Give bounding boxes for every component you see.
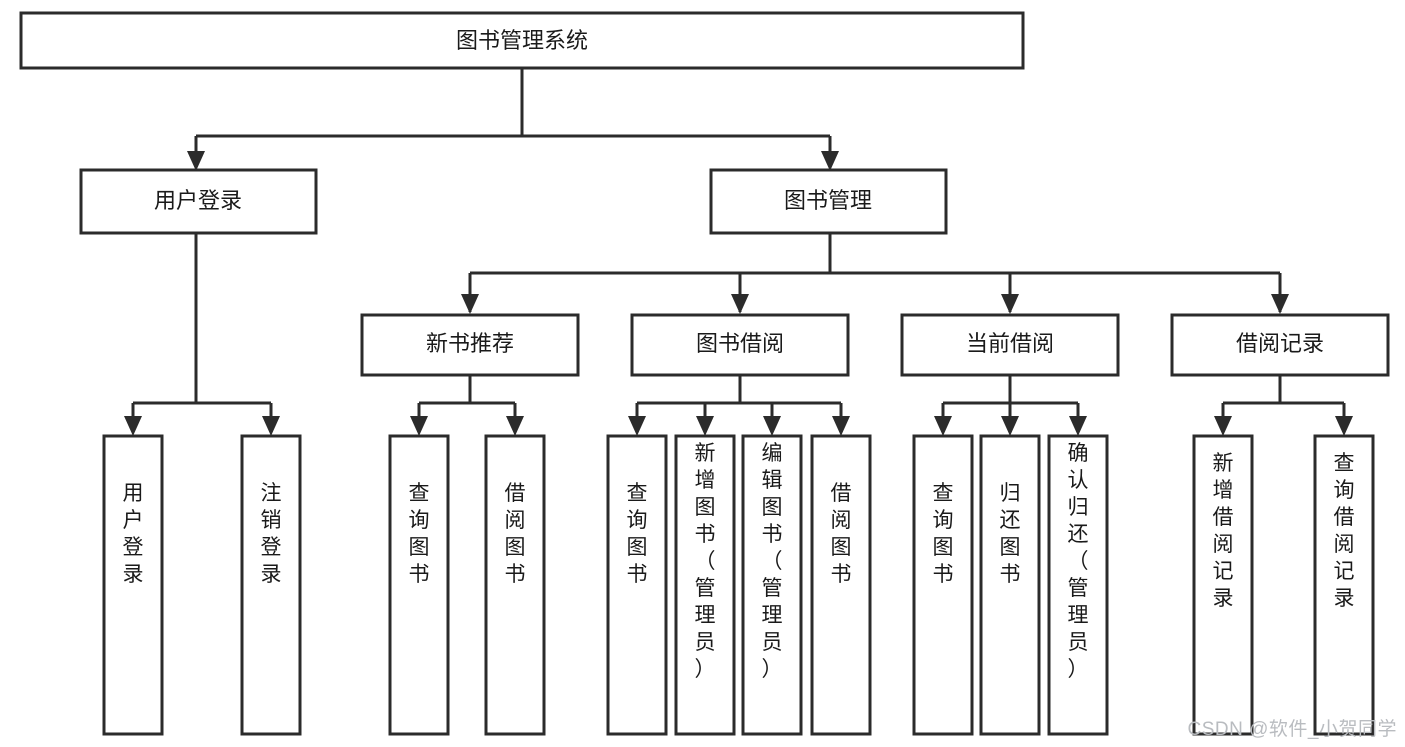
node-book-borrow-label: 图书借阅: [696, 331, 784, 356]
leaf-borrow-record-1[interactable]: 查询借阅记录: [1313, 434, 1375, 736]
arrow-head-icon: [187, 151, 205, 171]
node-borrow-record-label: 借阅记录: [1236, 331, 1324, 356]
arrow-head-icon: [410, 416, 428, 436]
node-user-login[interactable]: 用户登录: [79, 168, 318, 235]
leaf-book-borrow-0[interactable]: 查询图书: [606, 434, 668, 736]
node-root-system[interactable]: 图书管理系统: [19, 11, 1025, 70]
arrow-head-icon: [696, 416, 714, 436]
leaf-current-borrow-2[interactable]: 确认归还（管理员）: [1047, 434, 1109, 736]
leaf-label: 借阅图书: [505, 482, 526, 586]
leaf-label: 新增借阅记录: [1213, 452, 1234, 610]
arrow-head-icon: [1001, 416, 1019, 436]
node-current-borrow[interactable]: 当前借阅: [900, 313, 1120, 377]
leaf-label: 归还图书: [1000, 482, 1021, 586]
arrow-head-icon: [124, 416, 142, 436]
leaf-new-book-1[interactable]: 借阅图书: [484, 434, 546, 736]
arrow-head-icon: [506, 416, 524, 436]
leaf-borrow-record-0[interactable]: 新增借阅记录: [1192, 434, 1254, 736]
connector-root-to-level2: [187, 68, 839, 171]
arrow-head-icon: [1335, 416, 1353, 436]
leaf-label: 用户登录: [123, 482, 144, 586]
node-root-label: 图书管理系统: [456, 28, 588, 53]
connector-currentborrow-to-leaves: [934, 375, 1087, 436]
arrow-head-icon: [1069, 416, 1087, 436]
connector-newbook-to-leaves: [410, 375, 524, 436]
leaf-new-book-0[interactable]: 查询图书: [388, 434, 450, 736]
node-borrow-record[interactable]: 借阅记录: [1170, 313, 1390, 377]
leaf-label: 借阅图书: [831, 482, 852, 586]
leaf-book-borrow-1[interactable]: 新增图书（管理员）: [674, 434, 736, 736]
node-user-login-label: 用户登录: [154, 188, 242, 213]
connector-userlogin-to-leaves: [124, 233, 280, 436]
arrow-head-icon: [832, 416, 850, 436]
connector-borrowrecord-to-leaves: [1214, 375, 1353, 436]
arrow-head-icon: [934, 416, 952, 436]
arrow-head-icon: [821, 151, 839, 171]
node-book-management-label: 图书管理: [784, 188, 872, 213]
leaf-label: 注销登录: [261, 482, 282, 586]
leaf-current-borrow-1[interactable]: 归还图书: [979, 434, 1041, 736]
leaf-label: 查询图书: [933, 482, 954, 586]
leaf-current-borrow-0[interactable]: 查询图书: [912, 434, 974, 736]
leaf-book-borrow-2[interactable]: 编辑图书（管理员）: [741, 434, 803, 736]
leaf-label: 新增图书（管理员）: [695, 442, 716, 681]
leaf-book-borrow-3[interactable]: 借阅图书: [810, 434, 872, 736]
leaf-label: 查询图书: [627, 482, 648, 586]
leaf-label: 查询图书: [409, 482, 430, 586]
leaf-label: 确认归还（管理员）: [1068, 442, 1089, 681]
leaf-user-login-0[interactable]: 用户登录: [102, 434, 164, 736]
arrow-head-icon: [763, 416, 781, 436]
csdn-watermark: CSDN @软件_小贺同学: [1187, 719, 1397, 740]
leaf-label: 查询借阅记录: [1334, 452, 1355, 610]
leaf-label: 编辑图书（管理员）: [762, 442, 783, 681]
arrow-head-icon: [1214, 416, 1232, 436]
arrow-head-icon: [262, 416, 280, 436]
node-book-borrow[interactable]: 图书借阅: [630, 313, 850, 377]
node-new-book-recommend-label: 新书推荐: [426, 331, 514, 356]
node-new-book-recommend[interactable]: 新书推荐: [360, 313, 580, 377]
connector-bookmgmt-to-level3: [461, 233, 1289, 314]
node-current-borrow-label: 当前借阅: [966, 331, 1054, 356]
connector-bookborrow-to-leaves: [628, 375, 850, 436]
node-book-management[interactable]: 图书管理: [709, 168, 948, 235]
leaf-user-login-1[interactable]: 注销登录: [240, 434, 302, 736]
arrow-head-icon: [628, 416, 646, 436]
